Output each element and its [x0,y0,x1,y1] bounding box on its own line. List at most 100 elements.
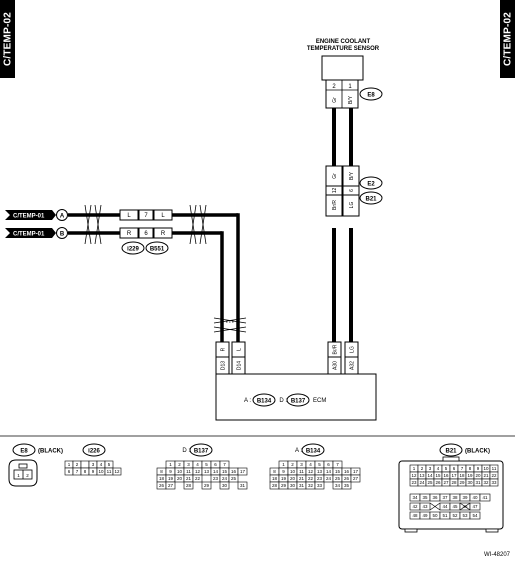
inline-wire-l-2: L [161,213,165,219]
grid-i226-pin-12: 12 [114,469,120,474]
grid-d-pin-1: 1 [169,462,172,467]
grid-b21-pin-8: 8 [469,466,472,471]
grid-a-pin-24: 24 [326,476,332,481]
grid-b21-pin-11: 11 [492,466,497,471]
grid-d-pin-6: 6 [214,462,217,467]
grid-b21-pin-29: 29 [459,480,465,485]
grid-a-pin-3: 3 [300,462,303,467]
sensor-title-1: ENGINE COOLANT [316,39,371,45]
grid-b21-pin-47-cell [469,502,481,511]
grid-a-pin-35-cell [341,481,352,490]
grid-d-pin-30-cell [219,481,230,490]
ecm-b137-badge [286,393,310,407]
grid-i226-pin-5: 5 [108,462,111,467]
grid-i226-pin-8: 8 [84,469,87,474]
e8-legend-pin-2: 2 [26,473,29,478]
e8-legend-badge [12,443,36,457]
ecm-a-prefix: A : [244,398,251,404]
ecm-wire-l: L [237,348,243,351]
grid-d-pin-27-cell [165,481,176,490]
grid-b21-pin-14: 14 [427,473,433,478]
grid-d-pin-21: 21 [186,476,192,481]
ecm-b137-label: B137 [291,398,306,404]
e8-badge [359,87,383,101]
grid-b21-pin-22: 22 [491,473,497,478]
input-a-text: C/TEMP-01 [13,213,45,219]
grid-b21-pin-37: 37 [442,495,448,500]
grid-i226-pin-7: 7 [76,469,79,474]
grid-a-pin-17: 17 [353,469,359,474]
mid-pin-6: 6 [349,189,355,192]
mid-pin-12: 12 [332,188,338,194]
d-legend-prefix: D : [182,448,190,454]
e8-legend-color: (BLACK) [38,448,63,454]
grid-b21-pin-47: 47 [472,504,478,509]
grid-b21-pin-25: 25 [427,480,433,485]
grid-b21-pin-16: 16 [443,473,449,478]
grid-b21-pin-24: 24 [419,480,425,485]
inline-wire-l-1: L [127,213,131,219]
grid-a-pin-21: 21 [299,476,305,481]
grid-b21-pin-41: 41 [482,495,488,500]
grid-a-pin-10: 10 [290,469,296,474]
ecm-wire-r: R [221,347,227,351]
grid-b21-pin-20: 20 [475,473,481,478]
grid-b21-pin-41-cell [479,493,491,502]
mid-wire-brr: Br/R [332,200,338,210]
e8-connector-face [8,459,38,487]
inline-wire-r-1: R [127,231,132,237]
grid-i226-pin-blank-cell [80,460,90,469]
ecm-pin-d14: D14 [237,361,243,370]
mid-wire-by: B/Y [349,171,355,180]
grid-b21-pin-15: 15 [435,473,441,478]
grid-b21-pin-36: 36 [432,495,438,500]
grid-d-pin-29: 29 [204,483,210,488]
grid-b21-pin-49: 49 [422,513,428,518]
grid-b21-pin-13: 13 [419,473,425,478]
ecm-pin-d13: D13 [221,361,227,370]
grid-a-pin-9: 9 [282,469,285,474]
grid-b21-pin-43-cell [419,502,431,511]
grid-i226-pin-6: 6 [68,469,71,474]
grid-a-pin-12: 12 [308,469,314,474]
grid-b21-pin-26: 26 [435,480,441,485]
grid-i226-pin-11: 11 [107,469,112,474]
ecm-label: ECM [313,398,326,404]
grid-b21-pin-52: 52 [452,513,458,518]
grid-d-pin-7: 7 [223,462,226,467]
grid-b21-pin-40: 40 [472,495,478,500]
grid-b21-pin-12: 12 [411,473,417,478]
grid-a-pin-1: 1 [282,462,285,467]
grid-b21-pin-1: 1 [413,466,416,471]
e2-badge [359,176,383,190]
d-legend-label: B137 [194,448,209,454]
sensor-wire-by: B/Y [348,95,354,104]
grid-a-pin-26: 26 [344,476,350,481]
grid-a-pin-20: 20 [290,476,296,481]
i226-legend-badge [82,443,106,457]
e8-legend-label: E8 [20,448,28,454]
grid-b21-pin-9: 9 [477,466,480,471]
grid-d-pin-19: 19 [168,476,174,481]
grid-b21-pin-4: 4 [437,466,440,471]
b21-legend-color: (BLACK) [465,448,490,454]
i229-badge [121,241,145,255]
grid-b21-pin-30: 30 [467,480,473,485]
ecm-pin-a30: A30 [333,361,339,370]
grid-b21-pin-19: 19 [467,473,473,478]
grid-a-pin-2: 2 [291,462,294,467]
grid-i226-pin-10: 10 [98,469,104,474]
b21-badge [359,191,383,205]
mid-wire-gr: Gr [332,173,338,179]
input-arrow-a [5,209,68,221]
grid-b21-pin-18: 18 [459,473,465,478]
grid-a-pin-22: 22 [308,476,314,481]
coolant-temp-sensor [321,55,364,109]
b21-legend-badge [439,443,463,457]
grid-a-pin-6: 6 [327,462,330,467]
grid-a-pin-18: 18 [272,476,278,481]
grid-d-pin-25-cell [228,474,239,483]
